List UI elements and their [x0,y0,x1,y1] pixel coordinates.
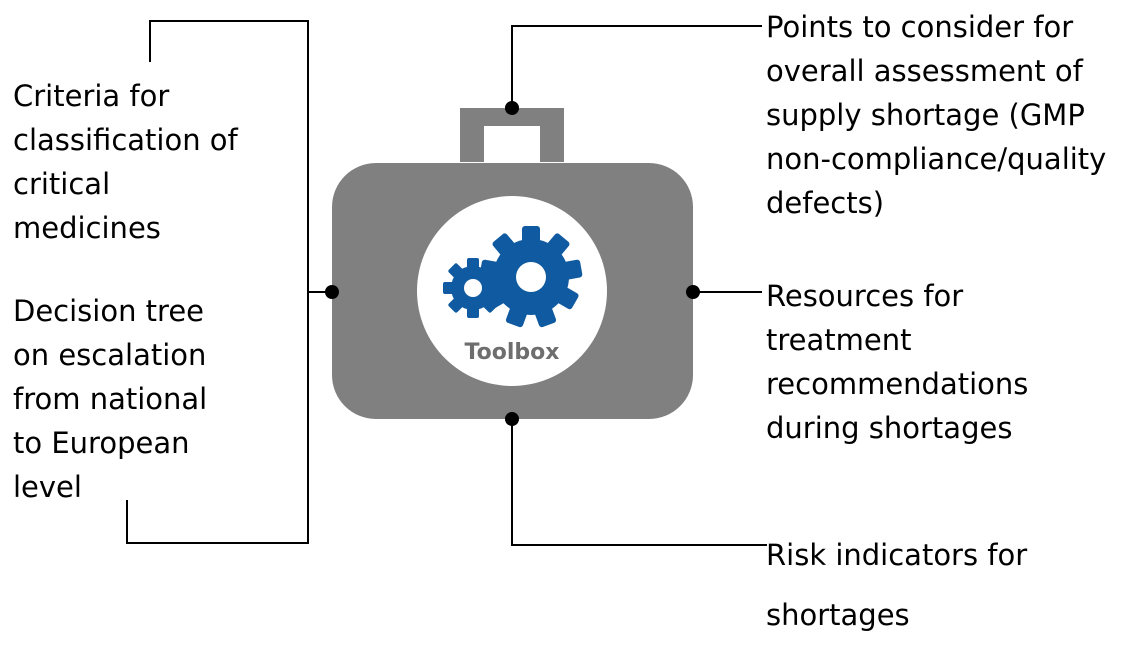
connector-dot-top [505,101,519,115]
left-item-decision-tree: Decision tree on escalation from nationa… [13,294,208,504]
right-item-resources: Resources for treatment recommendations … [766,279,1029,445]
right-item-points-to-consider: Points to consider for overall assessmen… [766,10,1107,220]
left-item-criteria: Criteria for classification of critical … [13,79,238,245]
gears-icon [443,226,583,328]
connector-dot-bottom [505,412,519,426]
connector-dot-right [686,285,700,299]
toolbox-diagram [126,20,767,546]
connector-bottom [511,419,767,546]
connector-dot-left [325,285,339,299]
right-item-risk-indicators: Risk indicators for shortages [766,538,1028,632]
connector-top [511,25,762,108]
toolbox-label: Toolbox [464,340,560,365]
